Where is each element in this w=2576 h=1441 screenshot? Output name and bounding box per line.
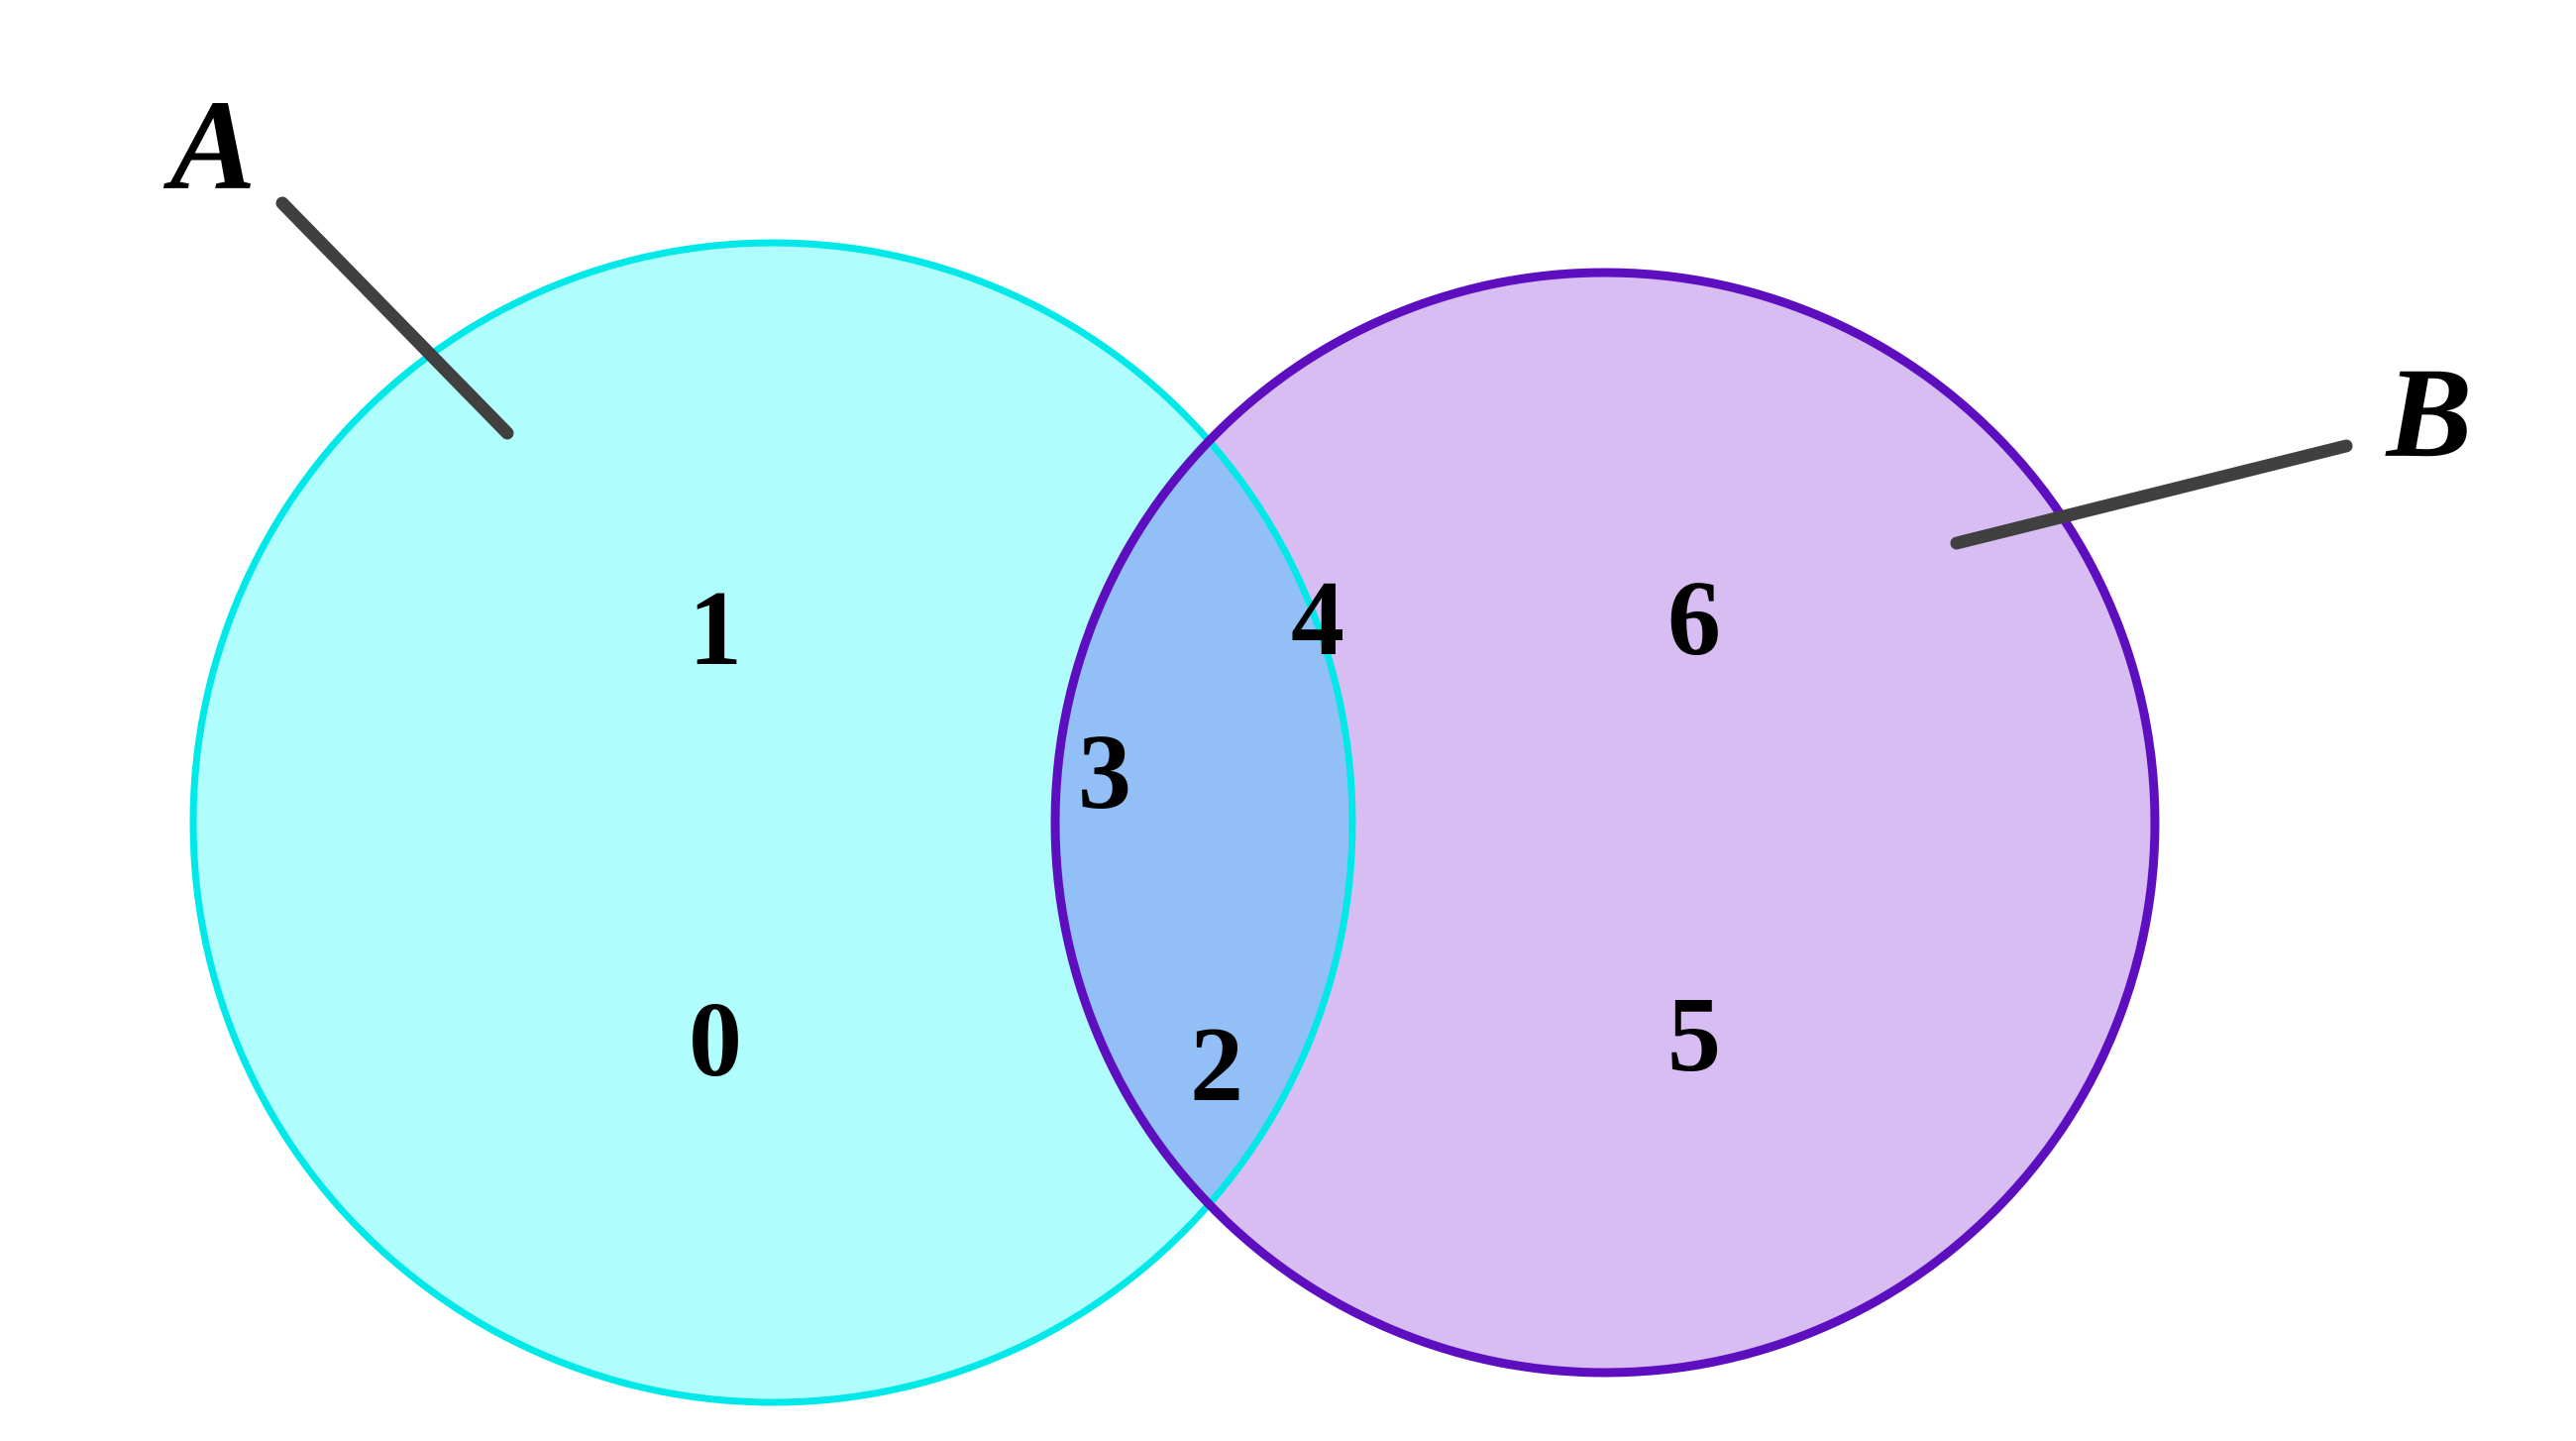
member-a-only-2: 0 — [689, 981, 742, 1099]
set-a-leader-line — [275, 196, 514, 440]
set-a-circle-outline — [189, 239, 1356, 1406]
set-a-label: A — [163, 74, 257, 217]
member-intersection-3: 2 — [1190, 1006, 1243, 1124]
member-intersection-2: 3 — [1078, 714, 1131, 831]
set-b-circle-fill — [1055, 273, 2155, 1373]
member-b-only-2: 5 — [1667, 976, 1721, 1094]
member-b-only-1: 6 — [1667, 560, 1721, 678]
member-a-only-1: 1 — [689, 570, 742, 688]
set-b-circle-outline — [1050, 268, 2160, 1378]
set-b-label: B — [2385, 342, 2473, 485]
member-intersection-1: 4 — [1291, 560, 1344, 678]
set-a-circle-fill — [193, 243, 1352, 1402]
set-b-leader-line — [1950, 439, 2353, 550]
